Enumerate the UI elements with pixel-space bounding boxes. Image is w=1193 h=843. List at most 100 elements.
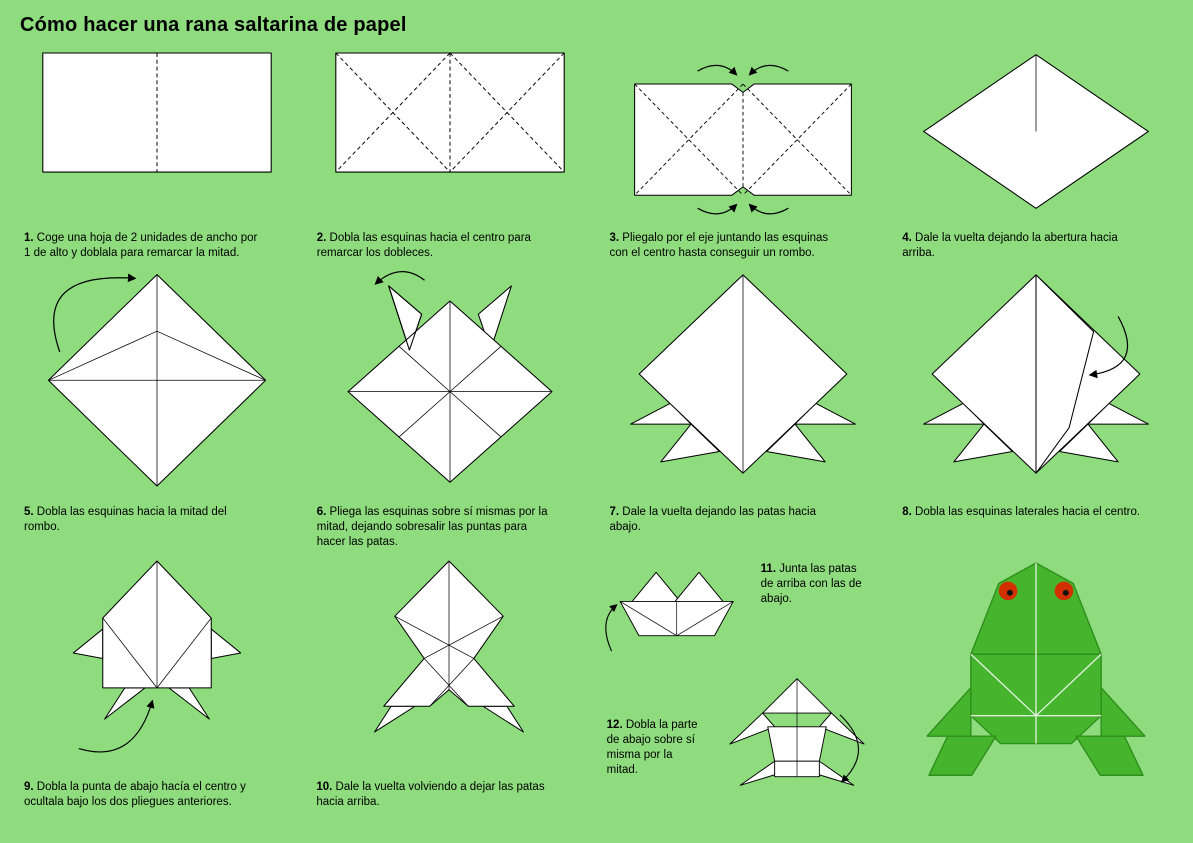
step-text: Dale la vuelta dejando la abertura hacia… (902, 232, 1118, 259)
paper-sheet (335, 52, 565, 173)
diagonal-fold-lines (335, 52, 565, 173)
step-2-caption: 2. Dobla las esquinas hacia el centro pa… (317, 231, 555, 261)
crease-lines (102, 560, 212, 688)
left-pupil (1006, 589, 1013, 596)
folded-side-flap (1035, 274, 1094, 474)
arm-right (818, 712, 865, 745)
step-6-cell: 6. Pliega las esquinas sobre sí mismas p… (311, 261, 590, 550)
step-number: 7. (609, 505, 620, 518)
step-8-cell: 8. Dobla las esquinas laterales hacia el… (896, 261, 1175, 550)
step-12-block: 12. Dobla la parte de abajo sobre sí mis… (603, 670, 883, 812)
step-9-caption: 9. Dobla la punta de abajo hacía el cent… (24, 780, 262, 810)
step-text: Junta las patas de arriba con las de aba… (760, 562, 862, 605)
step-11-block: 11. Junta las patas de arriba con las de… (603, 550, 869, 670)
step-text: Pliega las esquinas sobre sí mismas por … (316, 505, 548, 548)
step-number: 1. (24, 232, 34, 244)
fold-arrow (374, 271, 426, 285)
fold-arrow (604, 603, 618, 652)
step-5-caption: 5. Dobla las esquinas hacia la mitad del… (24, 505, 262, 535)
step-text: Coge una hoja de 2 unidades de ancho por… (24, 232, 258, 259)
row-3: 9. Dobla la punta de abajo hacía el cent… (18, 550, 1175, 812)
step-7-caption: 7. Dale la vuelta dejando las patas haci… (610, 505, 848, 535)
step-text: Pliegalo por el eje juntando las esquina… (609, 232, 829, 259)
fold-arrow (839, 714, 859, 783)
row-1: 1. Coge una hoja de 2 unidades de ancho … (18, 47, 1175, 261)
step-text: Dale la vuelta dejando las patas hacia a… (609, 505, 817, 533)
step-number: 2. (316, 232, 327, 244)
fold-arrow (78, 699, 155, 753)
finished-frog-cell (897, 550, 1175, 812)
foot-left (928, 735, 997, 776)
step-11-12-cell: 11. Junta las patas de arriba con las de… (603, 550, 883, 812)
step-number: 6. (316, 505, 327, 518)
step-10-caption: 10. Dale la vuelta volviendo a dejar las… (316, 780, 554, 810)
step-9-diagram (73, 560, 242, 753)
step-3-diagram (633, 64, 852, 215)
crease-lines (348, 300, 553, 483)
step-2-cell: 2. Dobla las esquinas hacia el centro pa… (311, 47, 590, 261)
leg-flaps (922, 402, 1149, 463)
step-number: 3. (609, 232, 620, 244)
step-number: 8. (902, 505, 912, 518)
step-text: Dobla las esquinas hacia la mitad del ro… (24, 505, 227, 533)
step-11-caption: 11. Junta las patas de arriba con las de… (761, 562, 869, 607)
fold-highlights (970, 562, 1102, 744)
left-ear (388, 285, 423, 351)
step-5-diagram (48, 273, 267, 487)
arm-left (729, 712, 775, 745)
step-3-caption: 3. Pliegalo por el eje juntando las esqu… (610, 231, 848, 261)
step-8-diagram (922, 274, 1149, 474)
step-2-diagram (335, 52, 565, 173)
step-3-cell: 3. Pliegalo por el eje juntando las esqu… (604, 47, 883, 261)
step-text: Dobla la punta de abajo hacía el centro … (24, 780, 246, 808)
step-12-caption: 12. Dobla la parte de abajo sobre sí mis… (607, 718, 703, 778)
step-text: Dobla las esquinas laterales hacia el ce… (915, 505, 1141, 518)
leg-flaps (73, 628, 242, 720)
step-number: 11. (760, 562, 777, 575)
step-7-diagram (630, 274, 856, 474)
row-2: 5. Dobla las esquinas hacia la mitad del… (18, 261, 1175, 550)
fold-arrows (697, 64, 789, 215)
step-text: Dobla la parte de abajo sobre sí misma p… (606, 718, 698, 776)
step-4-cell: 4. Dale la vuelta dejando la abertura ha… (896, 47, 1175, 261)
step-12-diagram (729, 677, 865, 786)
step-8-caption: 8. Dobla las esquinas laterales hacia el… (902, 505, 1140, 520)
step-10-cell: 10. Dale la vuelta volviendo a dejar las… (310, 550, 588, 812)
foot-flaps (374, 705, 525, 733)
knee-left (926, 686, 972, 737)
top-leg-left (631, 571, 681, 602)
fold-arrow (1088, 316, 1128, 379)
page-title: Cómo hacer una rana saltarina de papel (20, 14, 407, 36)
step-number: 12. (606, 718, 623, 731)
step-number: 10. (316, 780, 333, 793)
step-4-diagram (922, 54, 1149, 209)
step-number: 9. (24, 780, 34, 793)
step-number: 5. (24, 505, 34, 518)
leg-left (739, 760, 780, 786)
step-4-caption: 4. Dale la vuelta dejando la abertura ha… (902, 231, 1140, 261)
crease-lines (619, 600, 734, 636)
step-6-diagram (347, 271, 553, 483)
crease-lines (395, 560, 504, 707)
crease-lines (48, 274, 267, 486)
step-number: 4. (902, 232, 912, 244)
step-1-caption: 1. Coge una hoja de 2 unidades de ancho … (24, 231, 262, 261)
fold-arrow (53, 273, 137, 353)
finished-frog-illustration (926, 562, 1146, 776)
knee-right (1100, 686, 1146, 737)
foot-right (1075, 735, 1144, 776)
step-7-cell: 7. Dale la vuelta dejando las patas haci… (604, 261, 883, 550)
step-11-diagram (604, 571, 734, 652)
diagonal-fold-lines (634, 83, 852, 196)
top-leg-right (674, 571, 724, 602)
right-pupil (1062, 589, 1069, 596)
step-10-diagram (374, 560, 525, 733)
step-text: Dobla las esquinas hacia el centro para … (316, 232, 531, 259)
step-9-cell: 9. Dobla la punta de abajo hacía el cent… (18, 550, 296, 812)
step-text: Dale la vuelta volviendo a dejar las pat… (316, 780, 545, 808)
step-1-cell: 1. Coge una hoja de 2 unidades de ancho … (18, 47, 297, 261)
step-1-diagram (42, 52, 273, 173)
step-5-cell: 5. Dobla las esquinas hacia la mitad del… (18, 261, 297, 550)
leg-right (813, 760, 854, 786)
